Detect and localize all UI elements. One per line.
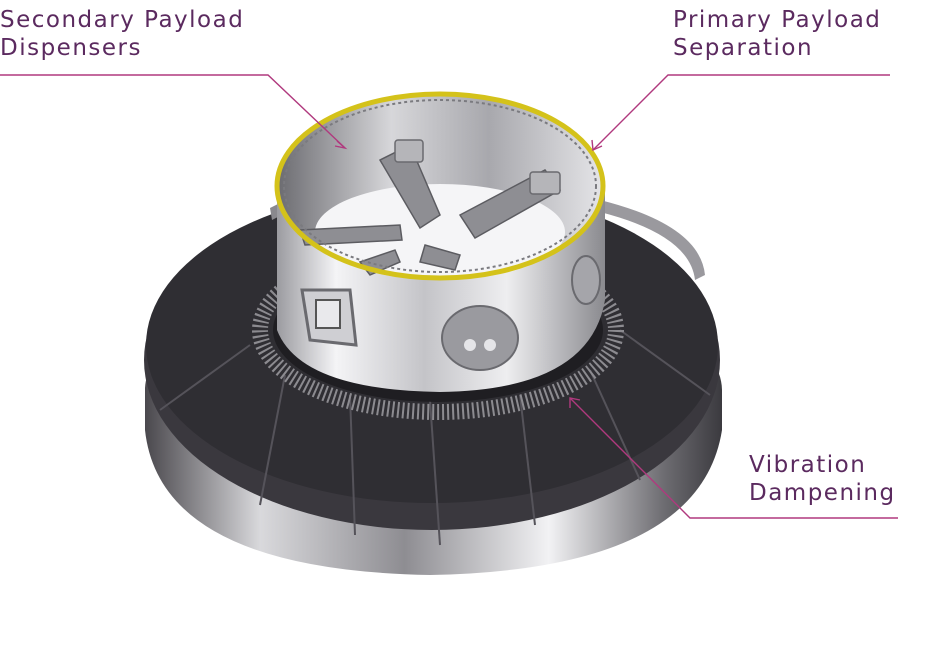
adapter-cylinder — [277, 96, 605, 392]
label-line: Secondary Payload — [0, 7, 245, 33]
label-line: Vibration — [749, 452, 867, 478]
label-secondary-payload-dispensers: Secondary Payload Dispensers — [0, 6, 244, 62]
label-line: Dispensers — [0, 35, 142, 61]
label-line: Separation — [673, 35, 814, 61]
leader-line-vibration — [569, 397, 898, 519]
label-line: Dampening — [749, 480, 896, 506]
label-vibration-dampening: Vibration Dampening — [749, 451, 896, 507]
leader-lines — [0, 74, 898, 519]
leader-line-primary — [592, 74, 890, 151]
secondary-port — [441, 305, 519, 371]
arrowhead-secondary — [334, 140, 348, 150]
label-primary-payload-separation: Primary Payload Separation — [673, 6, 881, 62]
label-line: Primary Payload — [673, 7, 882, 33]
leader-line-secondary — [0, 74, 346, 149]
secondary-port — [300, 288, 358, 347]
secondary-port — [571, 255, 601, 305]
arrowhead-vibration — [569, 397, 581, 408]
separation-ring — [274, 91, 606, 281]
arrowhead-primary — [591, 139, 603, 152]
